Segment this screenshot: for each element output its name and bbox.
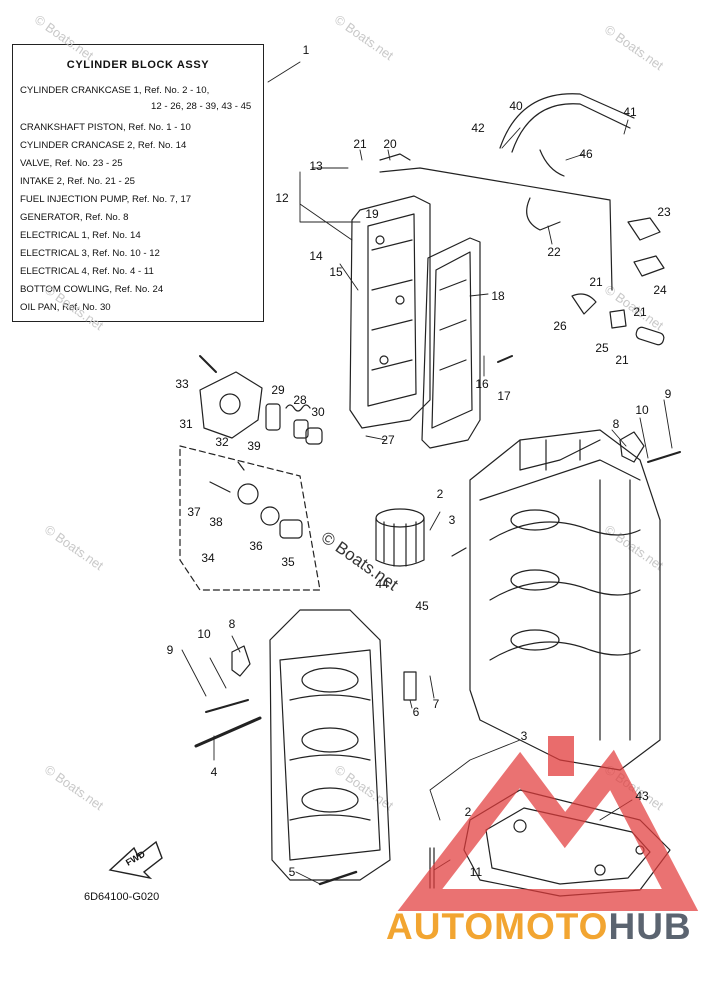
callout-8: 8 <box>613 417 620 431</box>
bracket-part <box>231 645 251 677</box>
cylinder-block <box>469 429 661 771</box>
callout-21b: 21 <box>589 275 603 289</box>
hose-assembly <box>379 93 635 291</box>
legend-title: CYLINDER BLOCK ASSY <box>66 59 210 71</box>
callout-19: 19 <box>365 207 379 221</box>
callout-33: 33 <box>175 377 189 391</box>
callout-5: 5 <box>289 865 296 879</box>
fwd-arrow-icon <box>108 840 163 880</box>
legend-line: ELECTRICAL 4, Ref. No. 4 - 11 <box>20 266 154 277</box>
callout-39: 39 <box>247 439 261 453</box>
callout-10b: 10 <box>197 627 211 641</box>
callout-45: 45 <box>415 599 429 613</box>
manifold-cover <box>349 195 431 429</box>
fuel-pump-assembly <box>199 371 323 445</box>
callout-18: 18 <box>491 289 505 303</box>
brand-part-1: AUTOMOTO <box>386 906 609 947</box>
callout-34: 34 <box>201 551 215 565</box>
callout-23: 23 <box>657 205 671 219</box>
legend-line: 12 - 26, 28 - 39, 43 - 45 <box>151 101 252 112</box>
oil-filter <box>375 508 425 567</box>
callout-1: 1 <box>303 43 310 57</box>
callout-17: 17 <box>497 389 511 403</box>
callout-24: 24 <box>653 283 667 297</box>
crankcase <box>269 609 391 881</box>
callout-22: 22 <box>547 245 561 259</box>
callout-31: 31 <box>179 417 193 431</box>
legend-line: ELECTRICAL 3, Ref. No. 10 - 12 <box>20 248 160 259</box>
callout-25: 25 <box>595 341 609 355</box>
callout-3b: 3 <box>521 729 528 743</box>
callout-15: 15 <box>329 265 343 279</box>
valve-parts <box>571 217 665 346</box>
diagram-code: 6D64100-G020 <box>84 891 160 903</box>
callout-numbers: 1 2 3 4 5 6 7 8 9 10 11 12 13 14 15 16 1… <box>167 43 672 879</box>
callout-21c: 21 <box>633 305 647 319</box>
brand-part-2: HUB <box>608 906 692 947</box>
callout-7: 7 <box>433 697 440 711</box>
callout-32: 32 <box>215 435 229 449</box>
callout-4: 4 <box>211 765 218 779</box>
callout-36: 36 <box>249 539 263 553</box>
callout-29: 29 <box>271 383 285 397</box>
legend-line: BOTTOM COWLING, Ref. No. 24 <box>20 284 164 295</box>
legend-line: ELECTRICAL 1, Ref. No. 14 <box>20 230 141 241</box>
brand-logo-mark <box>397 749 699 911</box>
callout-37: 37 <box>187 505 201 519</box>
callout-9b: 9 <box>167 643 174 657</box>
callout-46: 46 <box>579 147 593 161</box>
callout-28: 28 <box>293 393 307 407</box>
callout-40: 40 <box>509 99 523 113</box>
leader-lines <box>181 61 673 885</box>
callout-11: 11 <box>470 865 483 879</box>
bracket-part <box>619 431 645 463</box>
callout-8b: 8 <box>229 617 236 631</box>
thermostat-group <box>179 445 321 591</box>
legend-line: FUEL INJECTION PUMP, Ref. No. 7, 17 <box>20 194 192 205</box>
callout-38: 38 <box>209 515 223 529</box>
callout-10: 10 <box>635 403 649 417</box>
callout-26: 26 <box>553 319 567 333</box>
callout-35: 35 <box>281 555 295 569</box>
callout-27: 27 <box>381 433 395 447</box>
callout-42: 42 <box>471 121 485 135</box>
brand-logo-chimney <box>548 736 574 776</box>
callout-14: 14 <box>309 249 323 263</box>
callout-21: 21 <box>353 137 367 151</box>
legend-line: OIL PAN, Ref. No. 30 <box>20 302 111 313</box>
brand-logo-text: AUTOMOTOHUB <box>386 906 692 948</box>
callout-20: 20 <box>383 137 397 151</box>
callout-41: 41 <box>623 105 637 119</box>
legend-box: CYLINDER BLOCK ASSY CYLINDER CRANKCASE 1… <box>12 44 264 322</box>
callout-6: 6 <box>413 705 420 719</box>
callout-44: 44 <box>375 577 389 591</box>
callout-9: 9 <box>665 387 672 401</box>
legend-line: CRANKSHAFT PISTON, Ref. No. 1 - 10 <box>20 122 191 133</box>
callout-2: 2 <box>437 487 444 501</box>
callout-2b: 2 <box>465 805 472 819</box>
callout-16: 16 <box>475 377 489 391</box>
legend-line: CYLINDER CRANKCASE 1, Ref. No. 2 - 10, <box>20 85 210 96</box>
callout-21d: 21 <box>615 353 629 367</box>
callout-13: 13 <box>309 159 323 173</box>
callout-12: 12 <box>275 191 289 205</box>
callout-30: 30 <box>311 405 325 419</box>
callout-43: 43 <box>635 789 649 803</box>
exhaust-cover-plate <box>421 237 481 449</box>
legend-line: INTAKE 2, Ref. No. 21 - 25 <box>20 176 135 187</box>
center-watermark: © Boats.net <box>318 528 402 595</box>
legend-line: VALVE, Ref. No. 23 - 25 <box>20 158 123 169</box>
legend-line: CYLINDER CRANCASE 2, Ref. No. 14 <box>20 140 187 151</box>
callout-3: 3 <box>449 513 456 527</box>
legend-line: GENERATOR, Ref. No. 8 <box>20 212 129 223</box>
